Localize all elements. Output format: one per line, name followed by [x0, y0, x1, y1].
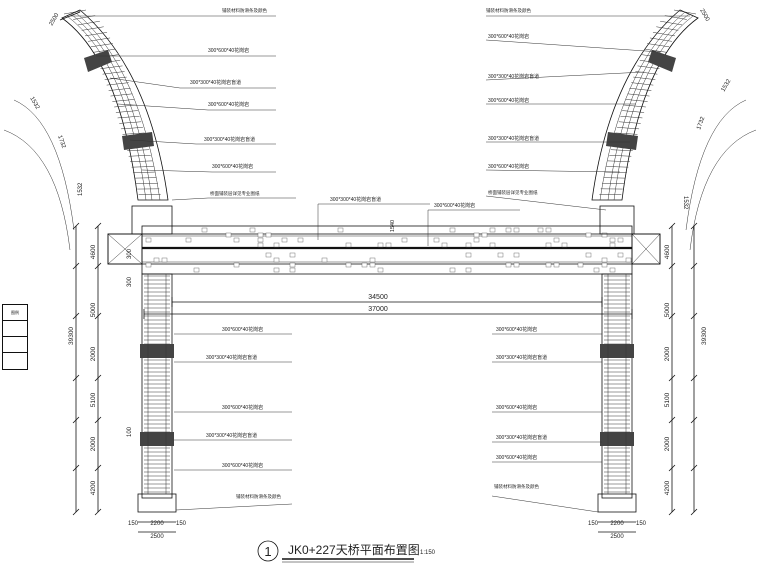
left-stair-notes: 300*600*40花岗岩 300*300*40花岗岩盲道 300*600*40… [174, 326, 293, 511]
left-stair-note-4: 300*300*40花岗岩盲道 [206, 432, 257, 439]
legend-row-3 [3, 337, 27, 353]
legend-row-2 [3, 321, 27, 337]
left-note-7: 桥面铺装层详见专业图纸 [210, 190, 260, 197]
right-dim-1: 4200 [664, 480, 671, 495]
left-side-300b: 300 [127, 248, 133, 259]
right-ramp-1532a: 1532 [721, 78, 733, 93]
left-stair-note-2: 300*300*40花岗岩盲道 [206, 354, 257, 361]
left-dim-2: 2000 [90, 436, 97, 451]
deck-notes: 300*300*40花岗岩盲道 300*600*40花岗岩 [317, 196, 520, 246]
right-note-4: 300*600*40花岗岩 [488, 97, 529, 104]
left-stair-note-5: 300*600*40花岗岩 [222, 462, 263, 469]
left-vertical-dimensions: 4200 2000 5100 2000 5000 4600 39300 300 … [68, 222, 133, 516]
title-number: 1 [264, 544, 271, 559]
left-note-1: 铺装材料防滑条及颜色 [222, 7, 267, 14]
left-base-150a: 150 [128, 521, 139, 527]
left-ramp-1732: 1732 [56, 135, 66, 150]
left-dim-total: 39300 [68, 327, 75, 345]
left-note-4: 300*600*40花岗岩 [208, 101, 249, 108]
right-stair-note-4: 300*300*40花岗岩盲道 [496, 434, 547, 441]
right-dim-6: 4600 [664, 244, 671, 259]
left-curved-ramp [3, 9, 169, 251]
right-note-2: 300*600*40花岗岩 [488, 33, 529, 40]
left-stair-note-6: 铺装材料防滑条及颜色 [236, 493, 281, 500]
right-upper-notes: 铺装材料防滑条及颜色 300*600*40花岗岩 300*300*40花岗岩盲道… [485, 7, 690, 211]
right-base-150b: 150 [636, 521, 647, 527]
right-curved-ramp [591, 9, 757, 251]
left-note-2: 300*600*40花岗岩 [208, 47, 249, 54]
right-stair-note-6: 铺装材料防滑条及颜色 [494, 483, 539, 490]
right-landing [599, 205, 635, 235]
left-dim-4: 2000 [90, 346, 97, 361]
drawing-title: 1 JK0+227天桥平面布置图 1:150 [257, 540, 436, 563]
right-note-7: 桥面铺装层详见专业图纸 [488, 189, 538, 196]
right-dim-5: 5000 [664, 302, 671, 317]
right-vertical-dimensions: 4200 2000 5100 2000 5000 4600 39300 [664, 222, 708, 516]
right-stair-note-3: 300*600*40花岗岩 [496, 404, 537, 411]
left-base-150b: 150 [176, 521, 187, 527]
title-text: JK0+227天桥平面布置图 [288, 543, 420, 557]
left-upper-notes: 铺装材料防滑条及颜色 300*600*40花岗岩 300*300*40花岗岩盲道… [70, 7, 296, 201]
right-ramp-1532b: 1532 [682, 196, 688, 210]
right-base-2200: 2200 [610, 521, 624, 527]
right-base-dimensions: 150 2200 150 2500 [588, 521, 647, 540]
right-note-1: 铺装材料防滑条及颜色 [486, 7, 531, 14]
left-dim-6: 4600 [90, 244, 97, 259]
right-stair-notes: 300*600*40花岗岩 300*300*40花岗岩盲道 300*600*40… [491, 326, 602, 513]
left-ramp-2500: 2500 [49, 12, 61, 27]
legend-table: 图例 [2, 304, 28, 370]
left-landing [131, 205, 173, 235]
title-scale: 1:150 [420, 550, 436, 556]
right-stair [597, 273, 637, 513]
left-note-5: 300*300*40花岗岩盲道 [204, 136, 255, 143]
left-ramp-1532b: 1532 [78, 182, 84, 196]
bridge-deck [107, 225, 661, 275]
deck-height-label: 1540 [390, 220, 396, 232]
left-dim-5: 5000 [90, 302, 97, 317]
right-dim-total: 39300 [701, 327, 708, 345]
right-ramp-2500: 2500 [698, 8, 710, 23]
left-side-300a: 300 [127, 276, 133, 287]
right-stair-note-2: 300*300*40花岗岩盲道 [496, 354, 547, 361]
right-note-3: 300*300*40花岗岩盲道 [488, 73, 539, 80]
left-dim-1: 4200 [90, 480, 97, 495]
left-stair [137, 273, 177, 513]
right-dim-3: 5100 [664, 392, 671, 407]
legend-row-1: 图例 [3, 305, 27, 321]
left-stair-note-3: 300*600*40花岗岩 [222, 404, 263, 411]
span-inner-label: 34500 [368, 294, 388, 301]
right-stair-note-1: 300*600*40花岗岩 [496, 326, 537, 333]
right-ramp-1732: 1732 [696, 115, 706, 130]
left-note-3: 300*300*40花岗岩盲道 [190, 79, 241, 86]
deck-note-right: 300*600*40花岗岩 [434, 202, 475, 209]
right-dim-4: 2000 [664, 346, 671, 361]
right-base-150a: 150 [588, 521, 599, 527]
left-base-dimensions: 150 2200 150 2500 [128, 521, 187, 540]
left-ramp-1532a: 1532 [28, 96, 40, 111]
left-ramp-dimensions: 2500 1532 1732 1532 [28, 12, 84, 196]
deck-note-left: 300*300*40花岗岩盲道 [330, 196, 381, 203]
left-note-6: 300*600*40花岗岩 [212, 163, 253, 170]
left-base-2200: 2200 [150, 521, 164, 527]
left-dim-3: 5100 [90, 392, 97, 407]
left-stair-note-1: 300*600*40花岗岩 [222, 326, 263, 333]
left-base-total: 2500 [150, 534, 164, 540]
right-stair-note-5: 300*600*40花岗岩 [496, 454, 537, 461]
right-ramp-dimensions: 2500 1532 1732 1532 [682, 8, 733, 210]
right-dim-2: 2000 [664, 436, 671, 451]
span-outer-label: 37000 [368, 306, 388, 313]
legend-row-4 [3, 353, 27, 368]
right-base-total: 2500 [610, 534, 624, 540]
span-dimensions: 34500 37000 [143, 294, 633, 319]
left-side-100: 100 [127, 426, 133, 437]
right-note-6: 300*600*40花岗岩 [488, 163, 529, 170]
right-note-5: 300*300*40花岗岩盲道 [488, 135, 539, 142]
